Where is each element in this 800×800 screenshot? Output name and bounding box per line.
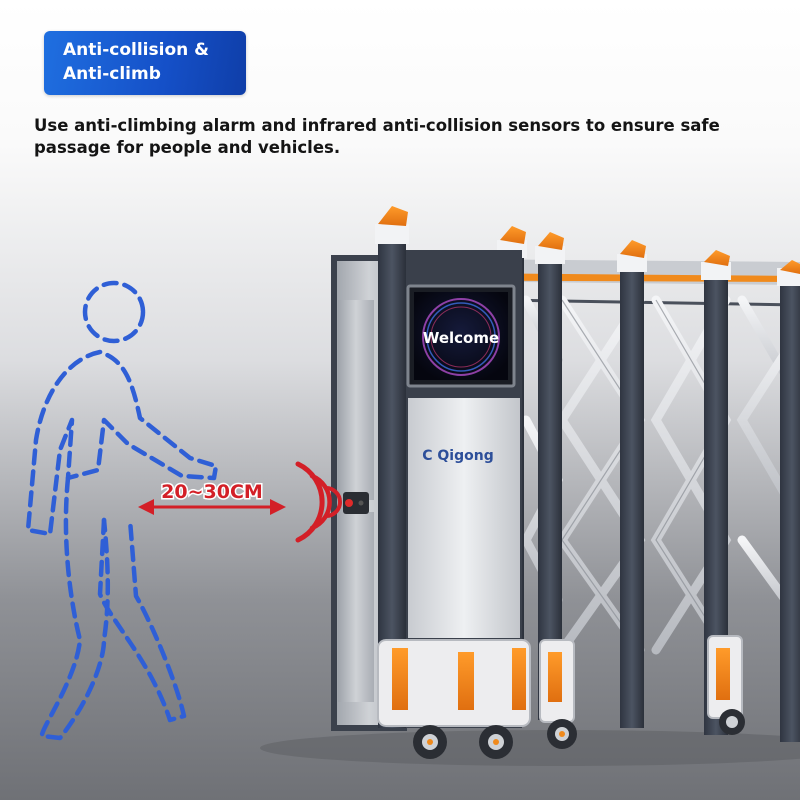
infrared-signal-icon: [295, 461, 342, 543]
feature-description: Use anti-climbing alarm and infrared ant…: [34, 116, 720, 157]
walking-person-outline-icon: [25, 280, 219, 741]
post-cap-icons: [500, 226, 800, 274]
gate-lattice: [520, 295, 800, 655]
panel-brand-label: C Qigong: [422, 448, 493, 464]
gate-base-wheels: [377, 635, 745, 759]
screen-welcome-text: Welcome: [423, 329, 499, 347]
distance-label: 20~30CM: [161, 481, 263, 503]
infrared-sensor: [343, 492, 369, 514]
feature-badge: Anti-collision & Anti-climb: [44, 31, 246, 95]
badge-title-line2: Anti-climb: [63, 64, 161, 84]
badge-title-line1: Anti-collision &: [63, 40, 209, 60]
welcome-display: Welcome: [406, 284, 516, 388]
distance-indicator: 20~30CM: [138, 480, 286, 515]
